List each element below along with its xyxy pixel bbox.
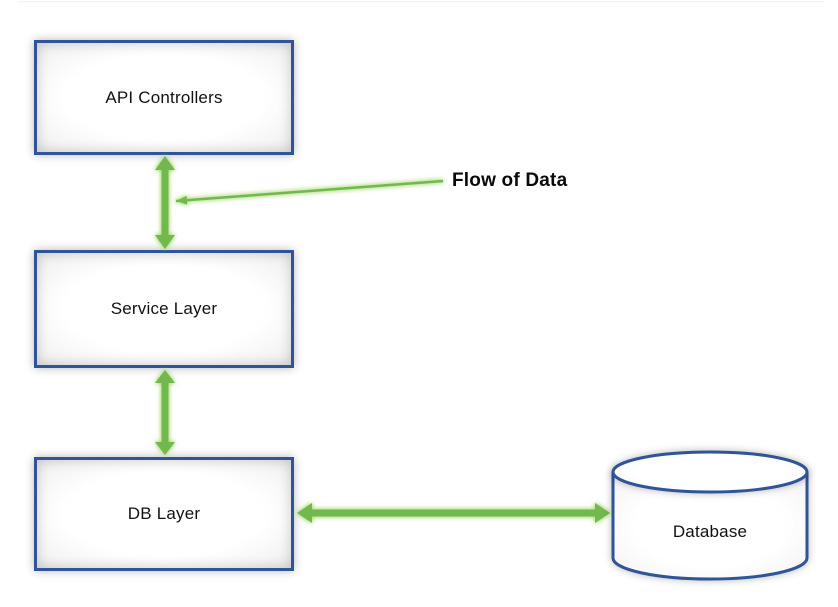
node-api-controllers-label: API Controllers	[105, 87, 223, 107]
node-database-label: Database	[672, 522, 748, 541]
node-db-layer-label: DB Layer	[127, 504, 201, 523]
node-service-layer-label: Service Layer	[110, 299, 218, 318]
callout-pointer-line	[175, 179, 444, 205]
database-cylinder	[611, 450, 809, 581]
node-service-layer: Service Layer	[34, 250, 294, 368]
node-api-controllers: API Controllers	[34, 40, 294, 155]
window-top-edge	[18, 1, 824, 3]
arrow-api-to-service	[155, 156, 175, 249]
arrow-service-to-db	[155, 370, 175, 455]
flow-of-data-annotation: Flow of Data	[452, 170, 568, 191]
database-cylinder-top	[611, 450, 809, 494]
node-db-layer: DB Layer	[34, 457, 294, 571]
database-cylinder-body	[611, 470, 809, 581]
arrow-db-to-database	[297, 503, 610, 523]
